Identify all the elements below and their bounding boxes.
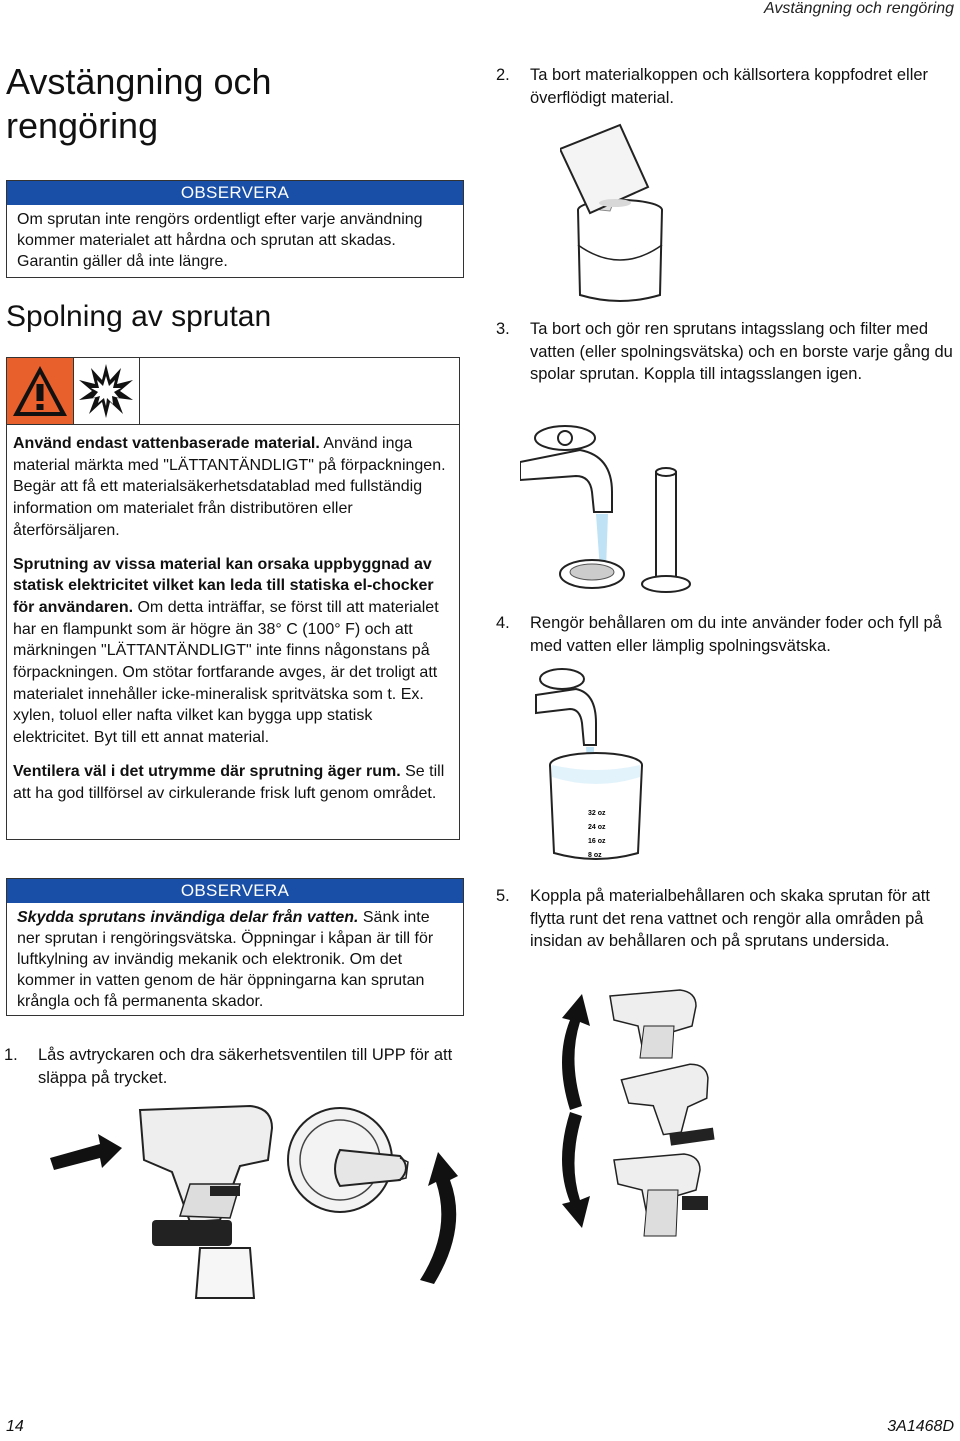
step-5: 5. Koppla på materialbehållaren och skak… xyxy=(496,885,956,977)
document-id: 3A1468D xyxy=(887,1418,954,1435)
warning-detail: Se till att ha god tillförsel av cirkule… xyxy=(13,762,445,802)
pour-material-illustration xyxy=(558,115,680,310)
page-number: 14 xyxy=(6,1418,24,1435)
step-1: 1. Lås avtryckaren och dra säkerhetsvent… xyxy=(4,1044,460,1092)
warning-icon-row xyxy=(7,358,459,425)
shake-sprayer-illustration xyxy=(540,980,720,1245)
volume-label-32: 32 oz xyxy=(588,810,606,817)
warning-detail: Om detta inträffar, se först till att ma… xyxy=(13,598,439,747)
step-number: 3. xyxy=(496,320,510,338)
step-text: Koppla på materialbehållaren och skaka s… xyxy=(530,887,930,950)
step-text: Ta bort materialkoppen och källsortera k… xyxy=(530,66,929,107)
warning-triangle-icon xyxy=(7,358,74,424)
step-text: Ta bort och gör ren sprutans intagsslang… xyxy=(530,320,953,383)
explosion-icon xyxy=(73,358,140,424)
step-number: 5. xyxy=(496,887,510,905)
warning-text: Använd endast vattenbaserade material. A… xyxy=(7,425,459,804)
section-title: Spolning av sprutan xyxy=(6,300,272,333)
volume-label-24: 24 oz xyxy=(588,824,606,831)
volume-label-8: 8 oz xyxy=(588,852,602,859)
step-number: 4. xyxy=(496,614,510,632)
notice-heading: OBSERVERA xyxy=(7,181,463,205)
warning-paragraph-2: Sprutning av vissa material kan orsaka u… xyxy=(13,554,453,749)
step-text: Rengör behållaren om du inte använder fo… xyxy=(530,614,942,655)
rinse-filter-illustration xyxy=(519,420,700,600)
warning-emphasis: Sprutning av vissa material kan orsaka u… xyxy=(13,555,434,616)
notice-box-1: OBSERVERA Om sprutan inte rengörs ordent… xyxy=(6,180,464,278)
warning-detail: Använd inga material märkta med "LÄTTANT… xyxy=(13,435,446,539)
fill-container-illustration: 32 oz 24 oz 16 oz 8 oz xyxy=(530,665,660,865)
notice-heading: OBSERVERA xyxy=(7,879,463,903)
page-title: Avstängning och rengöring xyxy=(6,61,272,146)
notice-text: Om sprutan inte rengörs ordentligt efter… xyxy=(17,211,423,270)
sprayer-lock-illustration xyxy=(40,1100,470,1300)
warning-box: Använd endast vattenbaserade material. A… xyxy=(6,357,460,840)
notice-detail: Sänk inte ner sprutan i rengöringsvätska… xyxy=(17,909,434,1010)
step-number: 1. xyxy=(4,1046,18,1064)
notice-text: Skydda sprutans invändiga delar från vat… xyxy=(7,903,463,1018)
step-2: 2. Ta bort materialkoppen och källsorter… xyxy=(496,64,956,112)
warning-emphasis: Använd endast vattenbaserade material. xyxy=(13,435,320,452)
warning-paragraph-1: Använd endast vattenbaserade material. A… xyxy=(13,433,453,542)
step-3: 3. Ta bort och gör ren sprutans intagssl… xyxy=(496,318,956,410)
warning-paragraph-3: Ventilera väl i det utrymme där sprutnin… xyxy=(13,761,453,804)
warning-emphasis: Ventilera väl i det utrymme där sprutnin… xyxy=(13,762,401,780)
step-4: 4. Rengör behållaren om du inte använder… xyxy=(496,612,956,660)
notice-box-2: OBSERVERA Skydda sprutans invändiga dela… xyxy=(6,878,464,1016)
step-text: Lås avtryckaren och dra säkerhetsventile… xyxy=(38,1046,453,1087)
volume-label-16: 16 oz xyxy=(588,838,606,845)
running-header: Avstängning och rengöring xyxy=(763,0,954,17)
notice-emphasis: Skydda sprutans invändiga delar från vat… xyxy=(17,909,359,926)
step-number: 2. xyxy=(496,66,510,84)
